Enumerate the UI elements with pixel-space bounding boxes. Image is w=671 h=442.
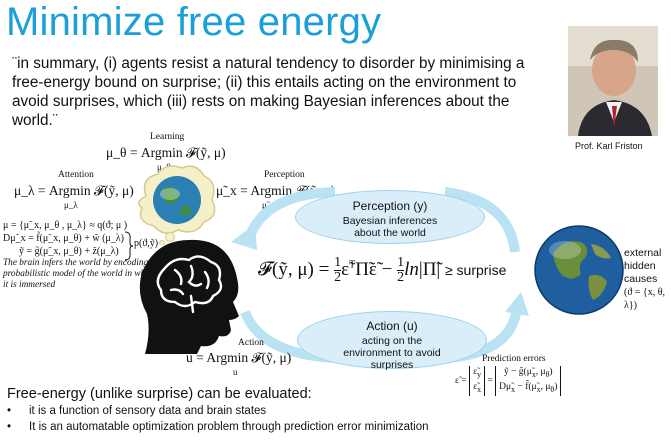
free-energy-lhs: 𝓕(ỹ, μ) = (258, 258, 335, 280)
thought-cloud-globe (138, 165, 216, 245)
model-line-2: Dμ̃_x = f̃(μ̃_x, μ_θ) + w̃ (μ_λ) (3, 233, 124, 244)
friston-photo (568, 26, 658, 136)
attention-equation: μ_λ = Argmin 𝓕(ỹ, μ) (14, 183, 134, 198)
action-bubble-heading: Action (u) (366, 319, 418, 333)
action-label: Action (238, 338, 264, 348)
brain-head-icon (139, 239, 239, 354)
action-subscript: u (233, 367, 238, 377)
learning-equation: μ_θ = Argmin 𝓕(ỹ, μ) (106, 145, 226, 160)
earth-globe-icon (534, 225, 624, 315)
summary-quote: ¨in summary, (i) agents resist a natural… (12, 55, 525, 129)
external-causes-label: external hidden causes (ϑ = {x, θ, λ}) (624, 247, 670, 312)
bullet-2-text: It is an automatable optimization proble… (29, 421, 429, 433)
page-title: Minimize free energy (6, 0, 382, 44)
perception-bubble-text: Bayesian inferences about the world (342, 215, 438, 239)
attention-subscript: μ_λ (64, 200, 78, 210)
bottom-heading: Free-energy (unlike surprise) can be eva… (7, 386, 312, 402)
external-causes-vars: (ϑ = {x, θ, λ}) (624, 287, 666, 311)
action-bubble: Action (u) acting on the environment to … (297, 311, 487, 371)
perception-bubble: Perception (y) Bayesian inferences about… (295, 190, 485, 244)
external-causes-text: external hidden causes (624, 247, 662, 285)
bullet-1: •it is a function of sensory data and br… (7, 405, 267, 417)
cycle-arrows (231, 187, 529, 363)
brain-note: The brain infers the world by encoding a… (3, 258, 157, 290)
photo-caption: Prof. Karl Friston (575, 141, 643, 151)
learning-subscript: μ_θ (157, 162, 171, 172)
model-line-1: μ = {μ̃_x, μ_θ , μ_λ} ≈ q(ϑ; μ ) (3, 220, 128, 231)
surprise-label: ≥ surprise (444, 261, 507, 278)
prediction-errors-label: Prediction errors (482, 354, 546, 364)
attention-label: Attention (58, 170, 94, 180)
perception-label: Perception (264, 170, 305, 180)
model-p: p(ϑ,ỹ) (134, 238, 159, 249)
action-bubble-text: acting on the environment to avoid surpr… (343, 335, 441, 371)
action-equation: u = Argmin 𝓕(ỹ, μ) (186, 350, 292, 365)
bullet-2: •It is an automatable optimization probl… (7, 421, 429, 433)
perception-bubble-heading: Perception (y) (352, 199, 428, 213)
bullet-1-text: it is a function of sensory data and bra… (29, 405, 267, 417)
learning-label: Learning (150, 132, 185, 142)
model-brace (124, 231, 134, 261)
model-line-3: ỹ = g̃(μ̃_x, μ_θ) + z̃(μ_λ) (19, 246, 119, 257)
